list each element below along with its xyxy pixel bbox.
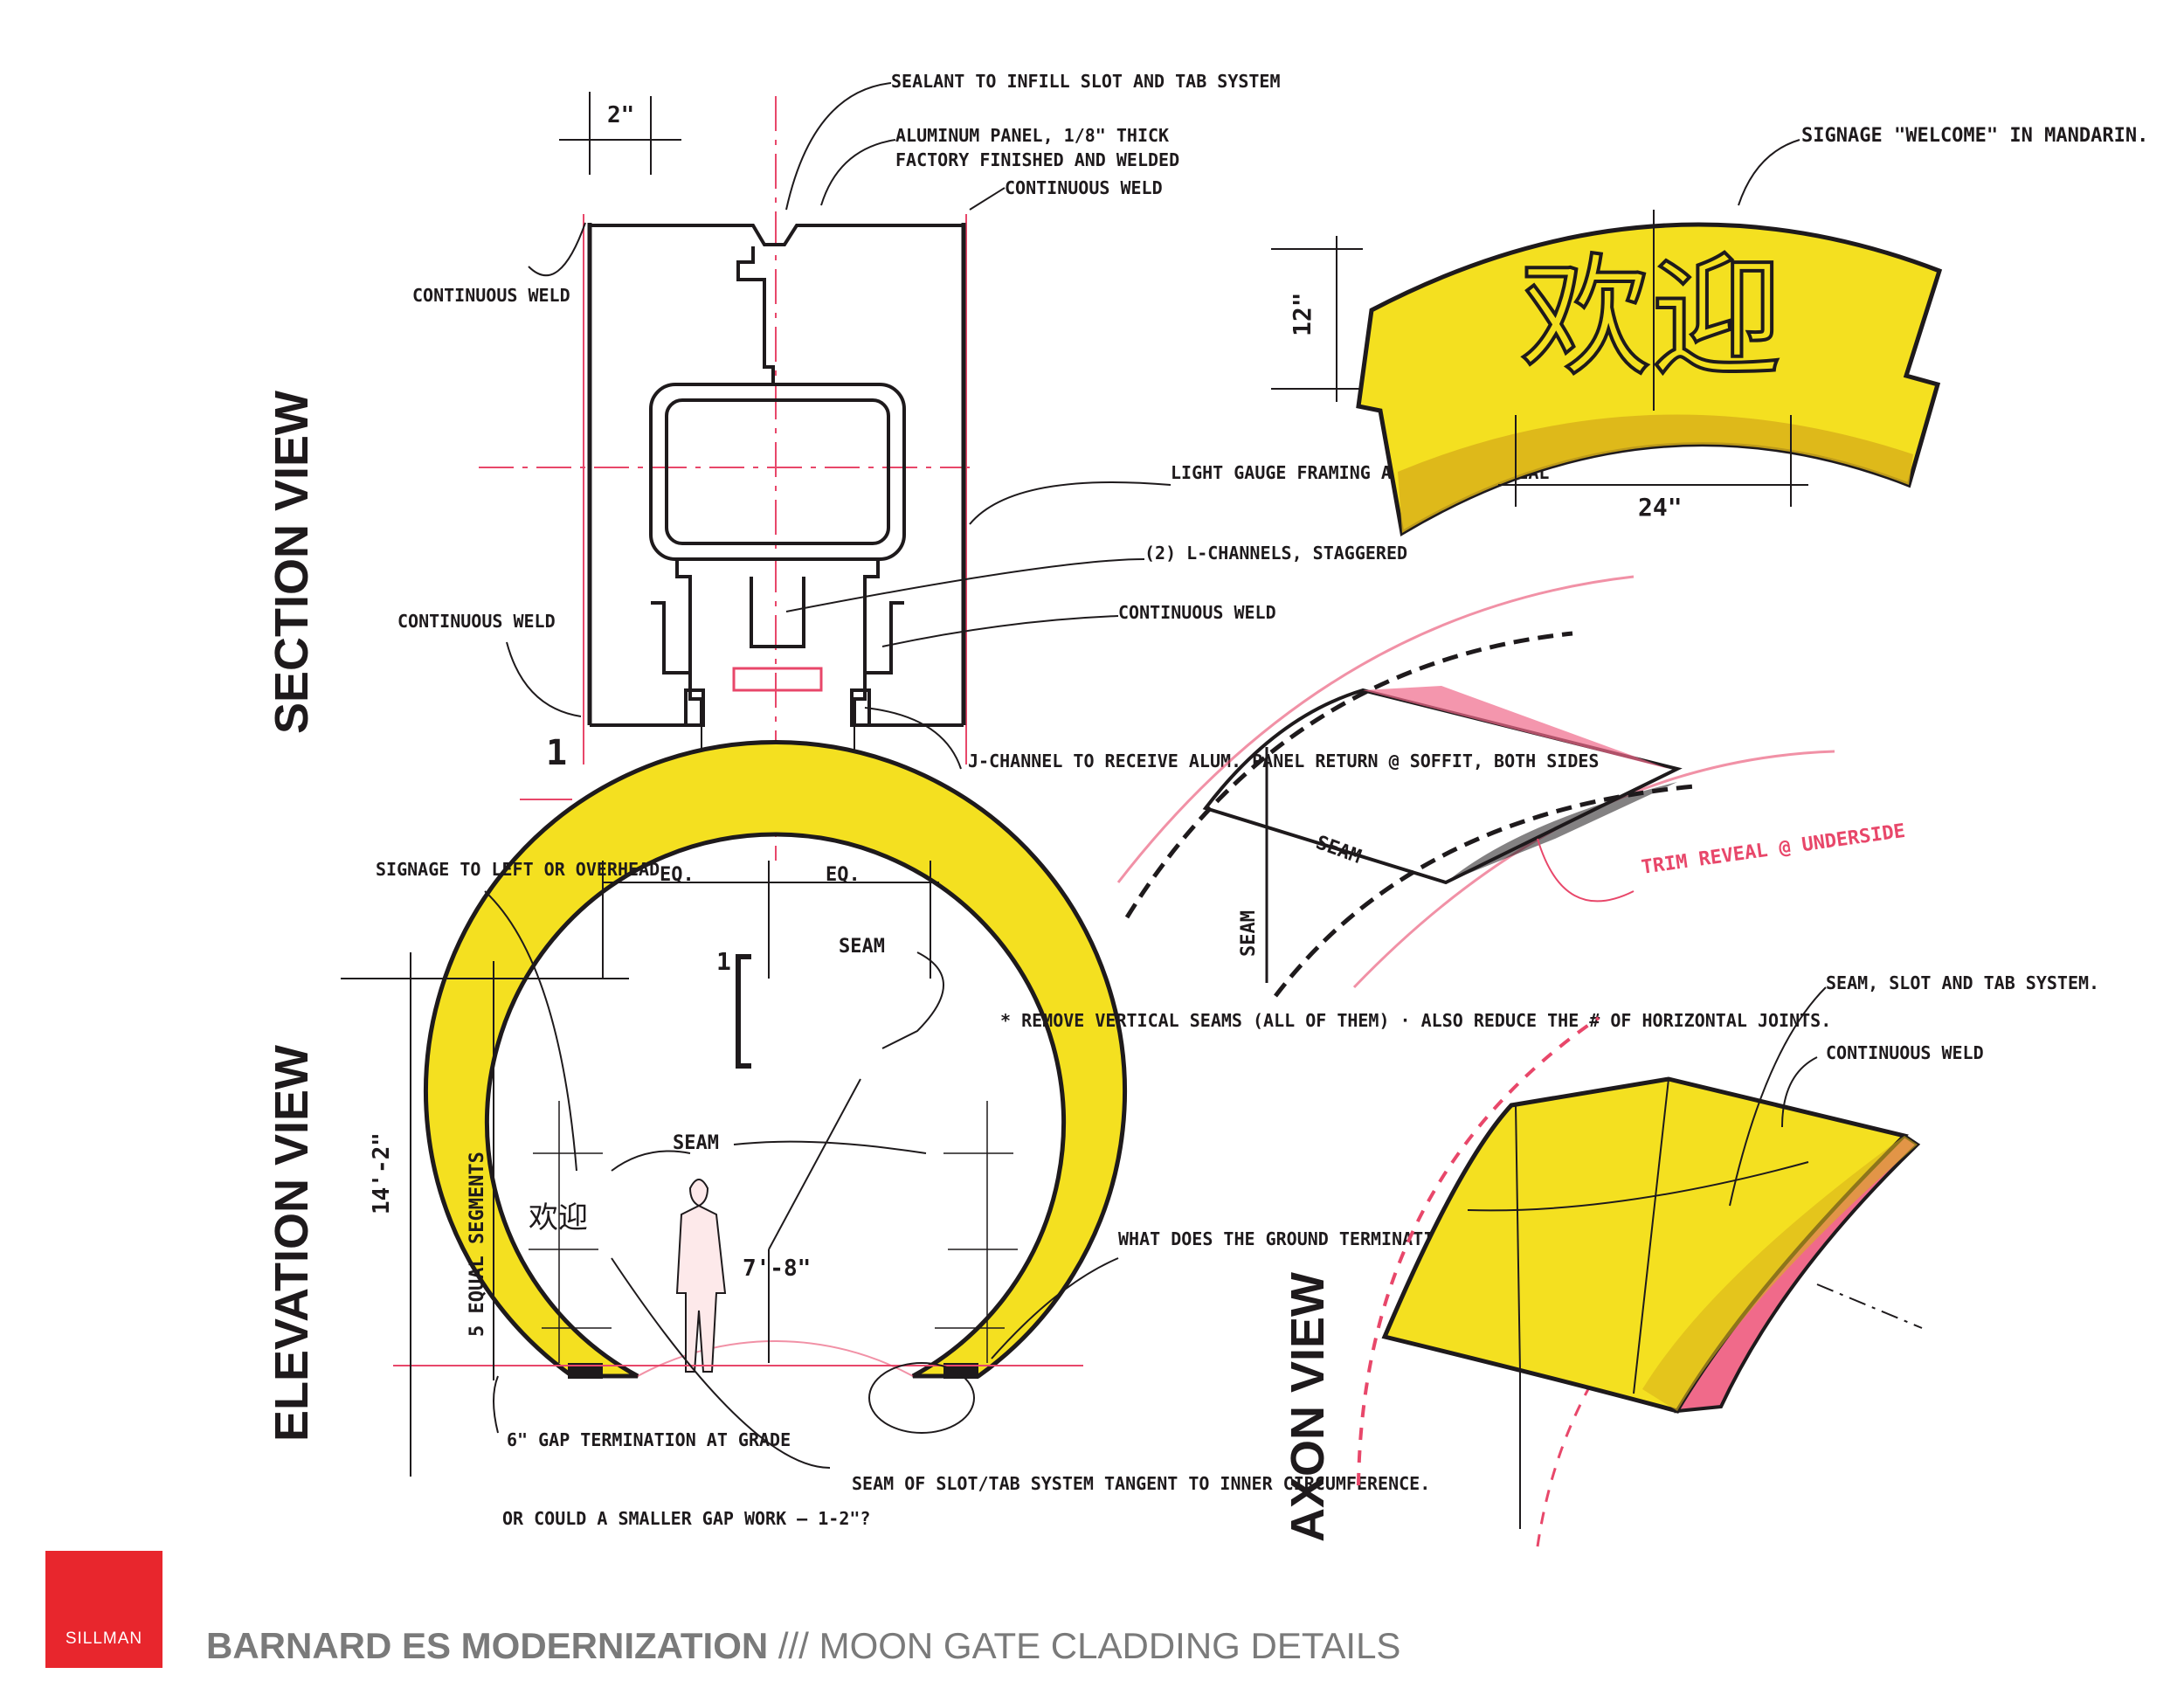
sillman-logo: SILLMAN (45, 1551, 162, 1668)
axon-leaders (1729, 986, 1827, 1207)
section-view: SECTION VIEW (266, 71, 1599, 861)
moon-gate-ring (424, 740, 1127, 1379)
note-l-channels: (2) L-CHANNELS, STAGGERED (1144, 543, 1407, 564)
note-cont-weld-left-bottom: CONTINUOUS WELD (397, 611, 556, 632)
note-aluminum-panel-2: FACTORY FINISHED AND WELDED (895, 149, 1179, 170)
elevation-seam-mid: SEAM (673, 1132, 719, 1154)
signage-sketch: 欢迎 12" 24" SIGNAGE "WELCOME" IN MANDARIN… (1271, 125, 2148, 536)
axon-top-seam: SEAM (1313, 832, 1364, 868)
section-mark-1: 1 (546, 733, 567, 773)
note-trim-reveal: TRIM REVEAL @ UNDERSIDE (1640, 820, 1906, 879)
elevation-section-mark: 1 (716, 947, 731, 976)
elevation-eq2: EQ. (826, 864, 860, 886)
axon-seams (1467, 1078, 1923, 1529)
note-signage: SIGNAGE "WELCOME" IN MANDARIN. (1801, 125, 2148, 147)
note-cont-weld-left-top: CONTINUOUS WELD (412, 285, 570, 306)
section-channels (651, 559, 904, 727)
axon-top-sketch: SEAM SEAM TRIM REVEAL @ UNDERSIDE (1116, 575, 1907, 998)
note-j-channel: J-CHANNEL TO RECEIVE ALUM. PANEL RETURN … (968, 751, 1599, 771)
axon-view-title: AXON VIEW (1282, 1272, 1334, 1542)
project-name: BARNARD ES MODERNIZATION (206, 1625, 769, 1666)
sillman-logo-text: SILLMAN (65, 1629, 143, 1648)
note-cont-weld-right: CONTINUOUS WELD (1118, 602, 1276, 623)
note-aluminum-panel-1: ALUMINUM PANEL, 1/8" THICK (895, 125, 1169, 146)
dim-24in: 24" (1638, 493, 1683, 522)
person-figure (675, 1179, 727, 1373)
section-outer-shell (587, 223, 966, 727)
signage-characters: 欢迎 (1520, 242, 1782, 394)
note-axon-cont-weld: CONTINUOUS WELD (1826, 1042, 1984, 1063)
axon-top-seam-vertical: SEAM (1238, 910, 1260, 957)
elevation-dimensions (341, 861, 939, 1477)
note-remove-vertical: * REMOVE VERTICAL SEAMS (ALL OF THEM) · … (1000, 1010, 1831, 1031)
section-leaders (506, 82, 1171, 770)
section-tube (649, 246, 906, 561)
elevation-sign-chars: 欢迎 (529, 1200, 588, 1235)
note-seam-slot-tab: SEAM OF SLOT/TAB SYSTEM TANGENT TO INNER… (852, 1473, 1430, 1494)
axon-view: AXON VIEW SEAM, SLOT AND TAB SYSTEM. CON… (1282, 972, 2099, 1547)
section-dimensions (559, 92, 874, 813)
ring-segment-lines (529, 1101, 1018, 1363)
elevation-eq1: EQ. (660, 864, 695, 886)
note-gap-termination: 6" GAP TERMINATION AT GRADE (507, 1429, 791, 1450)
note-sealant: SEALANT TO INFILL SLOT AND TAB SYSTEM (891, 71, 1281, 92)
sheet-title: BARNARD ES MODERNIZATION /// MOON GATE C… (206, 1625, 1400, 1667)
note-seam-slot-tab-system: SEAM, SLOT AND TAB SYSTEM. (1826, 972, 2099, 993)
elevation-radius: 7'-8" (743, 1256, 811, 1282)
title-separator: /// (768, 1625, 819, 1666)
note-signage-left: SIGNAGE TO LEFT OR OVERHEAD (376, 859, 660, 880)
elevation-height: 14'-2" (369, 1132, 395, 1214)
elevation-seam-top: SEAM (839, 936, 885, 958)
section-view-title: SECTION VIEW (266, 391, 318, 734)
note-gap-alternative: OR COULD A SMALLER GAP WORK — 1-2"? (502, 1508, 870, 1529)
elevation-view-title: ELEVATION VIEW (266, 1045, 318, 1442)
sheet-name: MOON GATE CLADDING DETAILS (819, 1625, 1401, 1666)
note-cont-weld-top: CONTINUOUS WELD (1005, 177, 1163, 198)
elevation-segments: 5 EQUAL SEGMENTS (467, 1152, 488, 1337)
elevation-leaders (484, 890, 1119, 1469)
dim-2in: 2" (607, 102, 634, 128)
dim-12in: 12" (1288, 292, 1317, 336)
signage-dimensions (1271, 139, 1808, 507)
